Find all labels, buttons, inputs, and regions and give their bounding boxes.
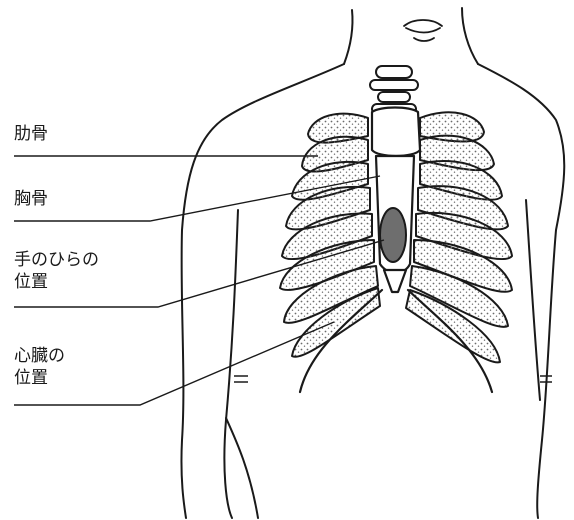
sternum-label: 胸骨 [14, 188, 48, 210]
heart-position-label-line1: 心臓の [14, 345, 65, 367]
sternum [372, 108, 420, 293]
sternum-label-text: 胸骨 [14, 188, 48, 210]
rib-label: 肋骨 [14, 123, 48, 145]
heart-position-label-line2: 位置 [14, 367, 65, 389]
palm-position-label-line2: 位置 [14, 271, 99, 293]
palm-position-marker [380, 208, 406, 262]
heart-position-label: 心臓の 位置 [14, 345, 65, 389]
palm-position-label-line1: 手のひらの [14, 249, 99, 271]
nipple-marks [234, 376, 552, 382]
chin-icon [404, 20, 442, 41]
palm-position-label: 手のひらの 位置 [14, 249, 99, 293]
rib-label-text: 肋骨 [14, 123, 48, 145]
